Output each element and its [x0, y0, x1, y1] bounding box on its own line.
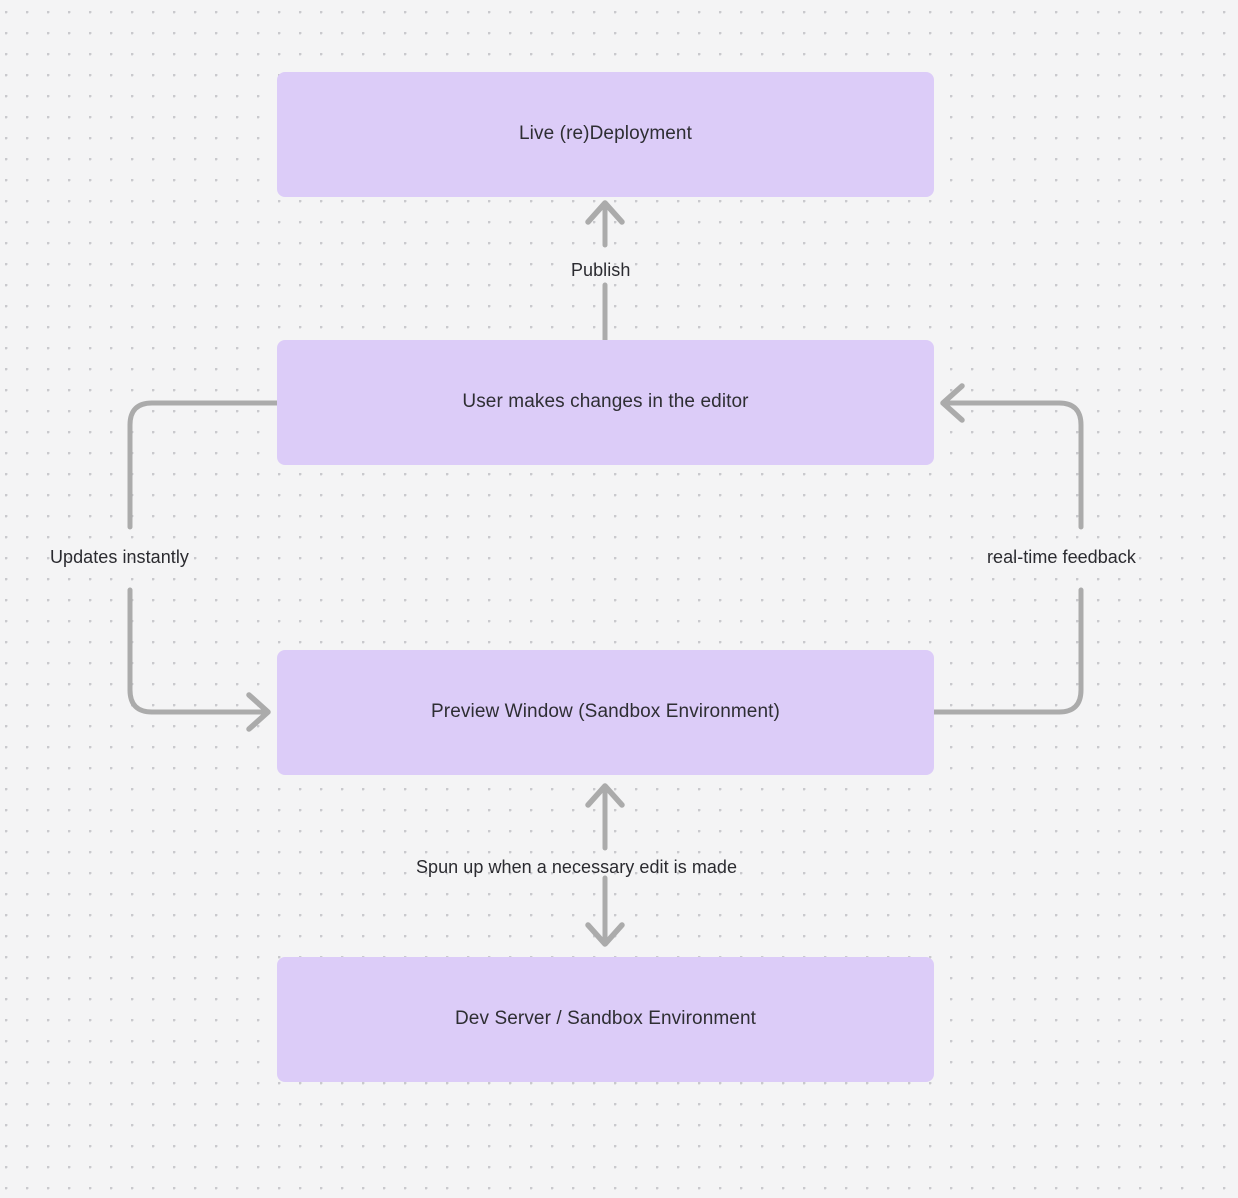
arrowhead-up-icon — [585, 200, 625, 225]
node-preview-window[interactable]: Preview Window (Sandbox Environment) — [277, 650, 934, 775]
node-label: User makes changes in the editor — [462, 391, 749, 413]
edge-label-updates-instantly[interactable]: Updates instantly — [50, 547, 189, 567]
node-label: Dev Server / Sandbox Environment — [454, 1008, 756, 1030]
edge-label-spun-up[interactable]: Spun up when a necessary edit is made — [416, 857, 738, 877]
node-dev-server-sandbox[interactable]: Dev Server / Sandbox Environment — [277, 957, 934, 1082]
edge-label-real-time-feedback[interactable]: real-time feedback — [987, 547, 1136, 567]
arrowhead-left-icon — [940, 383, 965, 423]
arrowhead-down-icon — [585, 922, 625, 947]
edge-label-publish[interactable]: Publish — [571, 260, 631, 280]
node-label: Live (re)Deployment — [519, 123, 692, 145]
node-label: Preview Window (Sandbox Environment) — [431, 701, 780, 723]
arrowhead-right-icon — [246, 692, 271, 732]
node-user-makes-changes[interactable]: User makes changes in the editor — [277, 340, 934, 465]
arrowhead-up-icon — [585, 783, 625, 808]
node-live-redeployment[interactable]: Live (re)Deployment — [277, 72, 934, 197]
